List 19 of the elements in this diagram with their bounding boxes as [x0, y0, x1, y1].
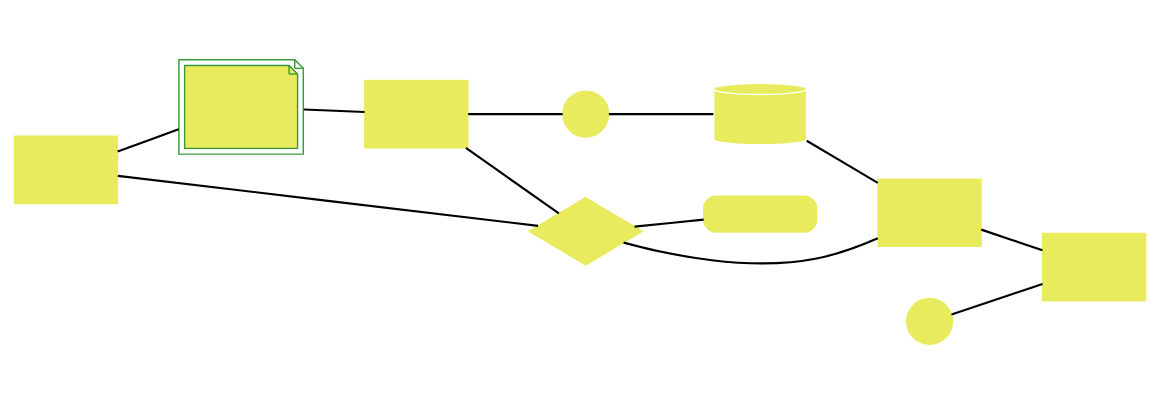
node-diamond [527, 196, 644, 266]
connector [951, 282, 1043, 316]
connector [468, 113, 563, 116]
node-pill [702, 195, 818, 233]
node-box [877, 178, 982, 248]
connector [634, 218, 704, 228]
connector [303, 108, 365, 114]
connector [806, 139, 879, 184]
node-box [1041, 232, 1147, 302]
node-circle [562, 90, 610, 138]
connector [117, 128, 179, 153]
node-box [13, 135, 119, 205]
connector [117, 174, 539, 227]
node-box [364, 79, 469, 149]
node-circle [906, 297, 954, 345]
connector [623, 237, 879, 265]
connector [608, 113, 714, 116]
connector [980, 228, 1043, 252]
connector [465, 147, 560, 215]
